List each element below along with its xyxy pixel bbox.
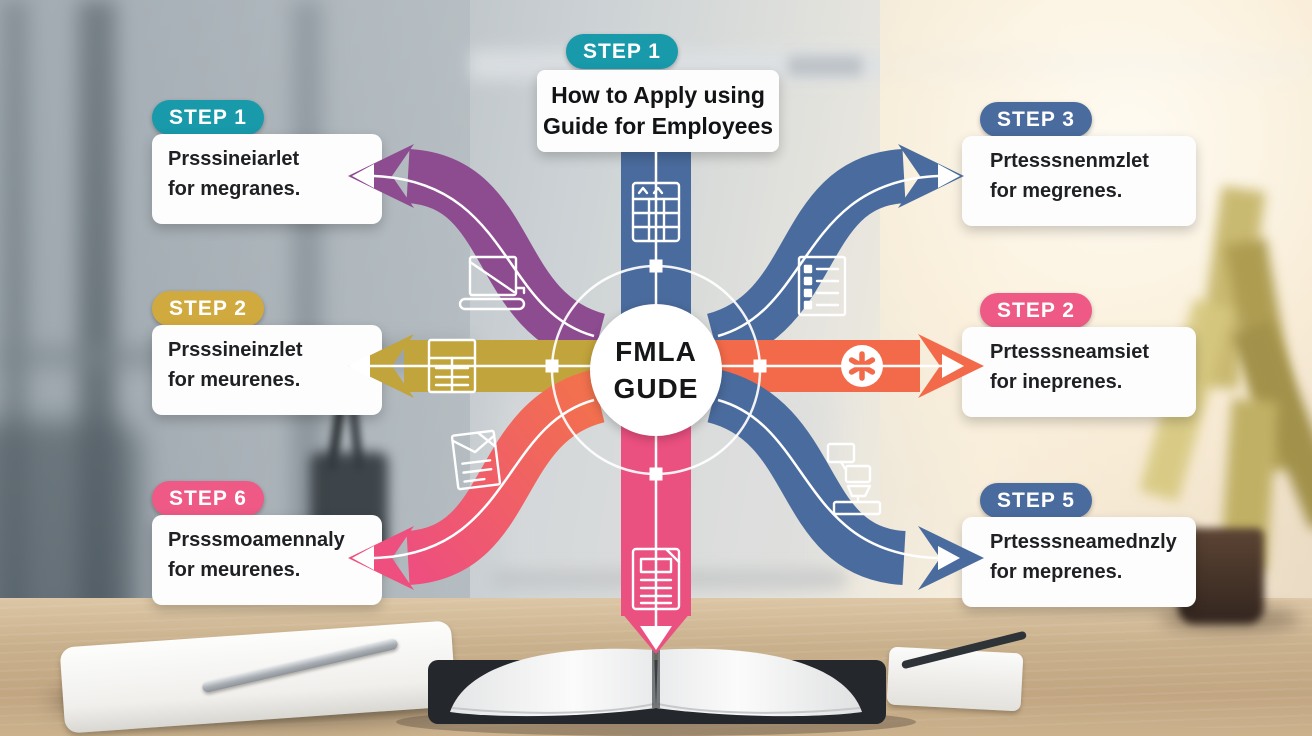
step-card-left-1: Prsssineiarlet for megranes. [152,134,382,224]
arrowhead-left-mid [348,354,370,378]
step-badge-right-5: STEP 5 [980,483,1092,518]
center-hub: FMLA GUDE [590,304,722,436]
step-text: Prsssineinzlet [168,339,303,361]
step-card-right-5: Prtesssneamednzly for meprenes. [962,517,1196,607]
arrowhead-right-bottom [938,546,960,570]
step-text: Prtesssneamednzly [990,531,1177,553]
step-text: for ineprenes. [990,371,1123,393]
title-step-badge: STEP 1 [566,34,678,69]
title-line2: Guide for Employees [542,113,774,139]
flow-line-bottom-right [717,398,939,560]
step-text: Prtesssneamsiet [990,341,1149,363]
node-square-top [649,259,663,273]
step-badge-right-3: STEP 3 [980,102,1092,137]
step-badge-left-2: STEP 2 [152,291,264,326]
step-badge-left-1: STEP 1 [152,100,264,135]
arrowhead-right-mid [942,354,964,378]
arrowhead-left-bottom [352,546,374,570]
laptop-icon [458,255,526,311]
step-text: for meurenes. [168,559,301,581]
title-line1: How to Apply using [551,82,765,108]
flowchart-icon [826,442,882,516]
step-card-left-6: Prsssmoamennaly for meurenes. [152,515,382,605]
step-text: Prsssmoamennaly [168,529,345,551]
title-card: How to Apply using Guide for Employees [537,70,779,152]
node-square-left [545,359,559,373]
arrowhead-left-top [352,164,374,188]
document-lines-icon [797,255,847,317]
step-text: for meurenes. [168,369,301,391]
node-square-right [753,359,767,373]
step-text: for megrenes. [990,180,1123,202]
step-card-left-2: Prsssineinzlet for meurenes. [152,325,382,415]
step-text: Prtesssnenmzlet [990,150,1149,172]
step-badge-right-2: STEP 2 [980,293,1092,328]
flow-line-top-right [717,174,939,338]
step-badge-left-6: STEP 6 [152,481,264,516]
step-text: Prsssineiarlet [168,148,300,170]
flow-line-top-left [373,174,595,338]
mail-document-icon [450,429,502,491]
flow-line-bottom-left [373,398,595,560]
node-square-bottom [649,467,663,481]
step-text: for meprenes. [990,561,1123,583]
center-title-line1: FMLA [615,336,697,367]
arrowhead-down [640,626,672,650]
step-card-right-3: Prtesssnenmzlet for megrenes. [962,136,1196,226]
center-title-line2: GUDE [613,373,699,404]
step-card-right-2: Prtesssneamsiet for ineprenes. [962,327,1196,417]
wall-ledge-segment [788,56,862,76]
arrowhead-right-top [938,164,960,188]
step-text: for megranes. [168,178,301,200]
